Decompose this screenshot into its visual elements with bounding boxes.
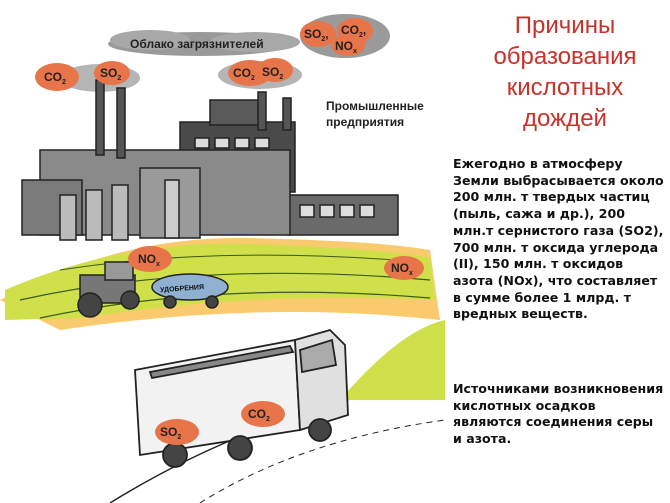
nox-label-2: NOx — [138, 252, 160, 268]
cloud-label: Облако загрязнителей — [130, 37, 264, 51]
industry-label-line2: предприятия — [326, 115, 404, 129]
co2-label-3: CO2, — [341, 23, 366, 39]
so2-label-2: SO2 — [262, 65, 283, 81]
emissions-paragraph: Ежегодно в атмосферу Земли выбрасывается… — [453, 156, 664, 322]
nox-label-3: NOx — [391, 261, 413, 277]
tanker-label: УДОБРЕНИЯ — [160, 284, 204, 294]
title-line-3: кислотных — [506, 74, 624, 101]
roadside-grass — [340, 320, 445, 400]
chemical-labels: CO2 SO2 CO2 SO2 SO2, CO2, NOx NOx NOx SO… — [44, 23, 413, 441]
so2-label-1: SO2 — [100, 66, 121, 82]
co2-label-2: CO2 — [233, 66, 255, 82]
tractor — [77, 261, 140, 318]
so2-label-4: SO2 — [160, 425, 181, 441]
industry-label-line1: Промышленные — [326, 99, 424, 113]
title-line-4: дождей — [523, 105, 607, 132]
so2-label-3: SO2, — [304, 27, 329, 43]
nox-label-1: NOx — [335, 39, 357, 55]
co2-label-1: CO2 — [44, 70, 66, 86]
pollutant-puffs — [35, 18, 424, 445]
title-line-2: образования — [493, 43, 637, 70]
slide-title: Причины образования кислотных дождей — [470, 10, 660, 134]
fertilizer-tanker — [151, 273, 229, 309]
co2-label-4: CO2 — [248, 407, 270, 423]
title-line-1: Причины — [514, 12, 616, 39]
sources-paragraph: Источниками возникновения кислотных осад… — [453, 381, 664, 447]
acid-rain-illustration: Облако загрязнителей Промышленные предпр… — [0, 14, 445, 503]
factory — [21, 79, 399, 241]
